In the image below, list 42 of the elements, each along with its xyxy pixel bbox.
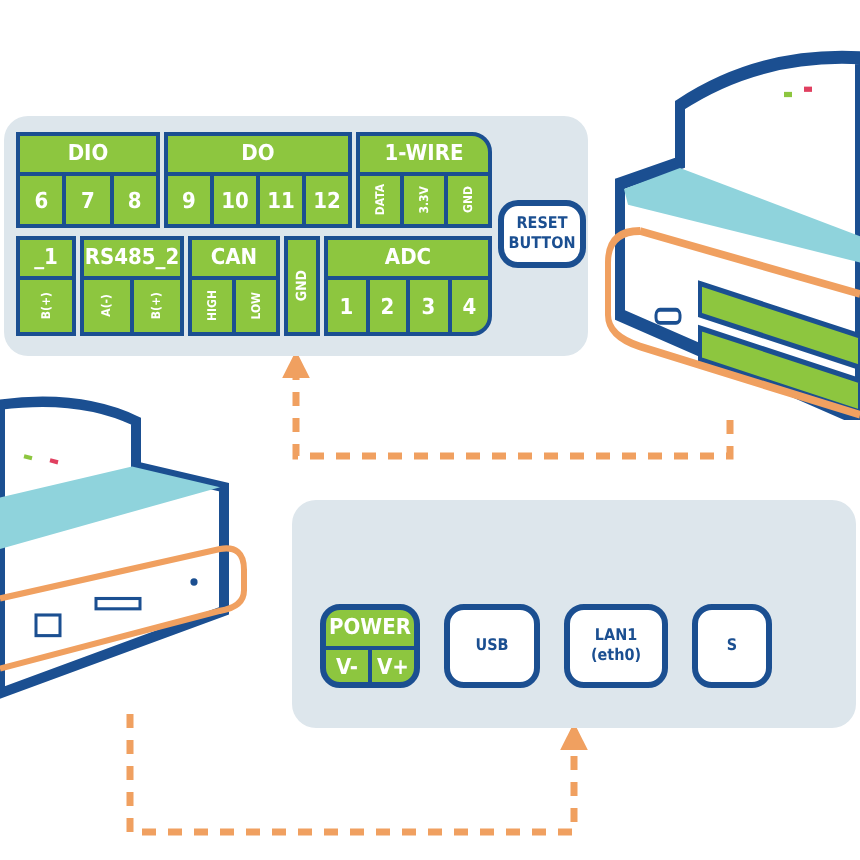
group-label: _1 [20, 240, 72, 280]
port-label-box [498, 200, 586, 268]
terminal-block [16, 132, 160, 228]
dashed-arrow [282, 350, 734, 460]
port-label-box [692, 604, 772, 688]
pin-label: 3 [421, 293, 436, 319]
port-label-box [444, 604, 540, 688]
port-label: S [726, 636, 738, 656]
terminal-block [164, 132, 352, 228]
port-label: USB [475, 636, 509, 656]
pin-label: 12 [313, 187, 341, 213]
port-label-box [564, 604, 668, 688]
terminal-block [16, 236, 76, 336]
port-label: LAN1 (eth0) [588, 626, 644, 666]
group-label: DIO [20, 136, 156, 176]
pin-label: 10 [221, 187, 249, 213]
group-label: CAN [192, 240, 276, 280]
group-label: RS485_2 [84, 240, 180, 280]
pin-label: 8 [127, 187, 142, 213]
terminal-block [284, 236, 320, 336]
pin-label: V- [336, 653, 358, 679]
terminal-block [188, 236, 280, 336]
pin-label: 2 [380, 293, 395, 319]
terminal-block [324, 236, 492, 336]
pin-label: 4 [462, 293, 477, 319]
terminal-block [80, 236, 184, 336]
group-label: ADC [328, 240, 488, 280]
pin-label: 1 [339, 293, 354, 319]
pin-label: 11 [267, 187, 295, 213]
pin-label: 7 [81, 187, 95, 213]
pin-label: 6 [34, 187, 49, 213]
panel-background [292, 500, 856, 728]
group-label: POWER [326, 610, 414, 650]
pin-label: V+ [377, 653, 409, 679]
terminal-block [320, 604, 420, 688]
dashed-arrow [126, 714, 588, 836]
group-label: 1-WIRE [360, 136, 488, 176]
panel-background [4, 116, 588, 356]
group-label: DO [168, 136, 348, 176]
pin-label: 9 [182, 187, 196, 213]
terminal-block [356, 132, 492, 228]
port-label: RESET BUTTON [506, 214, 578, 254]
